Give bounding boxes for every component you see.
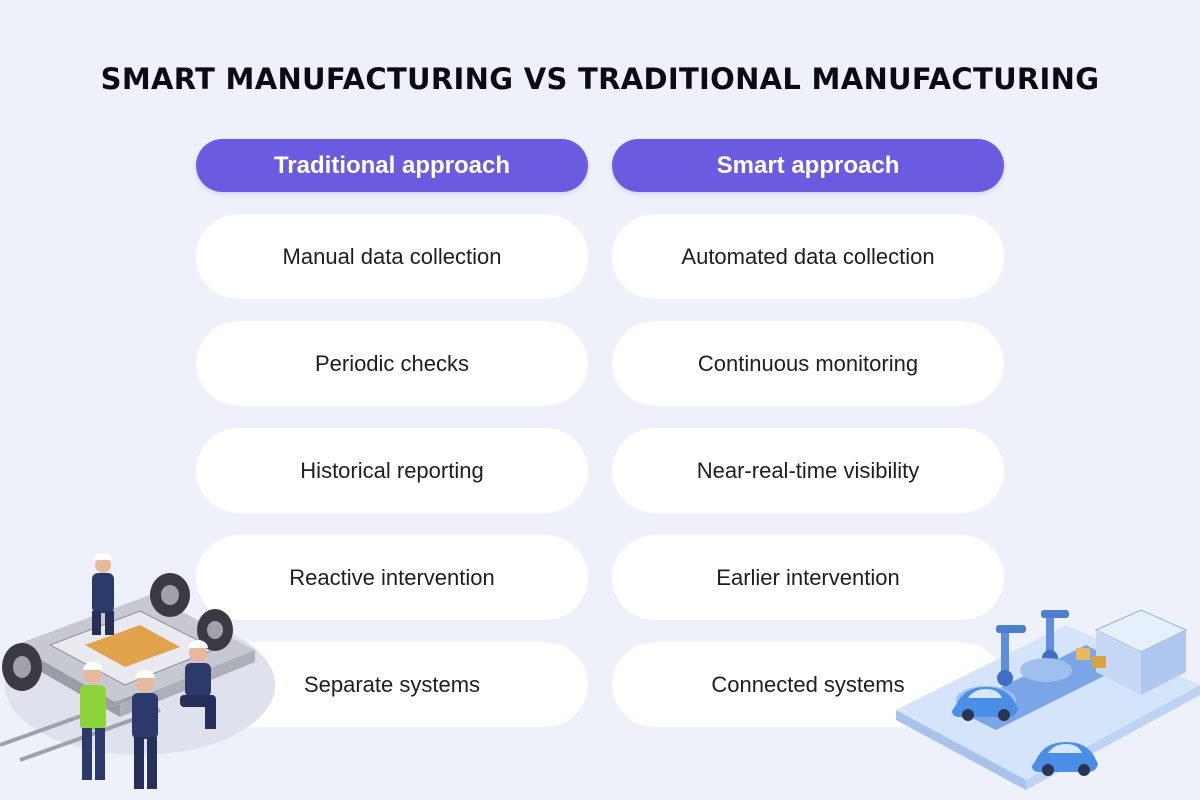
automated-car-factory-illustration	[896, 609, 1200, 790]
page-title: SMART MANUFACTURING VS TRADITIONAL MANUF…	[100, 62, 1100, 96]
smart-header: Smart approach	[612, 139, 1004, 192]
workers-assembly-line-illustration	[0, 553, 275, 789]
traditional-item: Historical reporting	[196, 428, 588, 513]
traditional-item: Manual data collection	[196, 214, 588, 299]
smart-item: Automated data collection	[612, 214, 1004, 299]
smart-item: Earlier intervention	[612, 535, 1004, 620]
traditional-item: Reactive intervention	[196, 535, 588, 620]
smart-item: Continuous monitoring	[612, 321, 1004, 406]
traditional-header: Traditional approach	[196, 139, 588, 192]
traditional-item: Periodic checks	[196, 321, 588, 406]
smart-column: Smart approach Automated data collection…	[612, 139, 1004, 727]
smart-item: Near-real-time visibility	[612, 428, 1004, 513]
